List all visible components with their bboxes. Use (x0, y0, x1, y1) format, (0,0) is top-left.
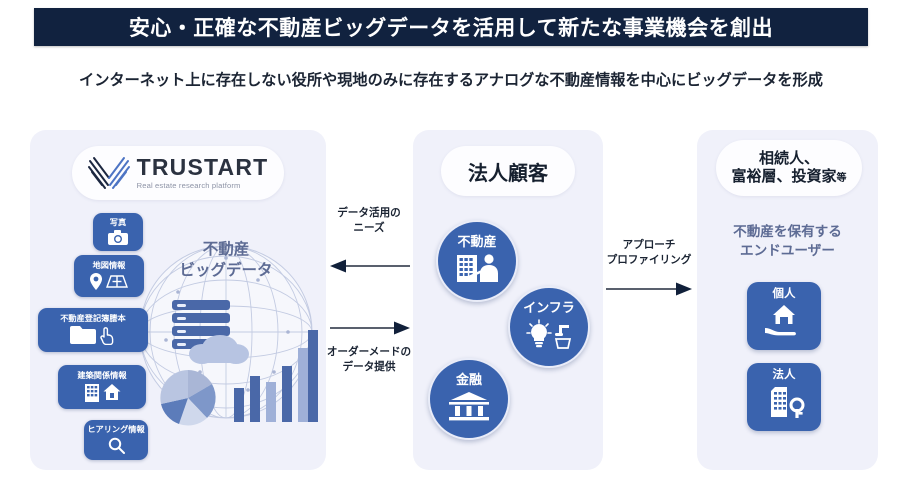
house-icon (103, 384, 120, 401)
badge-photo[interactable]: 写真 (93, 213, 143, 251)
map-icon (105, 274, 128, 288)
badge-hearing-info[interactable]: ヒアリング情報 (84, 420, 148, 460)
page-subtitle: インターネット上に存在しない役所や現地のみに存在するアナログな不動産情報を中心に… (79, 72, 823, 89)
badge-registry-certificate[interactable]: 不動産登記簿謄本 (38, 308, 148, 352)
arrow-left-icon (330, 259, 410, 273)
building-agent-icon (455, 253, 499, 288)
circle-label: 金融 (455, 371, 482, 387)
house-on-hand-icon (762, 304, 806, 343)
map-icons (89, 272, 129, 290)
arrow-label-line2: ニーズ (353, 222, 385, 235)
building-key-icon (762, 385, 806, 424)
arrow-label-data-needs: データ活用の ニーズ (326, 206, 412, 237)
server-stack-icon (172, 300, 230, 349)
logo-tagline: Real estate research platform (136, 181, 241, 190)
badge-label: 建築関係情報 (77, 371, 127, 381)
trustart-logo: TRUSTART Real estate research platform (72, 146, 284, 200)
cloud-icon (189, 335, 249, 364)
data-visuals-group (160, 300, 318, 426)
office-building-icon (84, 383, 99, 402)
building-icons (84, 383, 121, 402)
arrow-label-line2: プロファイリング (606, 254, 692, 267)
globe-label-line1: 不動産 (202, 241, 250, 258)
right-heading-suffix: 等 (836, 173, 847, 184)
folder-icon (70, 326, 96, 345)
page-title: 安心・正確な不動産ビッグデータを活用して新たな事業機会を創出 (128, 17, 774, 40)
box-individual[interactable]: 個人 (747, 282, 821, 350)
circle-label: 不動産 (457, 233, 497, 249)
right-heading-main: 富裕層、投資家 (731, 168, 837, 185)
right-subtitle-line2: エンドユーザー (740, 243, 835, 259)
wing-v-logo-icon (87, 157, 130, 189)
badge-label: 地図情報 (92, 261, 126, 271)
title-banner: 安心・正確な不動産ビッグデータを活用して新たな事業機会を創出 (34, 8, 868, 46)
badge-label: ヒアリング情報 (87, 425, 145, 435)
box-label: 法人 (772, 368, 796, 381)
globe-label: 不動産 ビッグデータ (160, 240, 292, 282)
arrow-right-icon (606, 282, 692, 296)
bulb-faucet-icon (525, 318, 573, 354)
circle-label: インフラ (523, 299, 575, 315)
right-subtitle: 不動産を保有する エンドユーザー (697, 222, 878, 261)
badge-construction-info[interactable]: 建築関係情報 (58, 365, 146, 409)
registry-icons (70, 326, 116, 345)
box-corporation[interactable]: 法人 (747, 363, 821, 431)
badge-map-info[interactable]: 地図情報 (74, 255, 144, 297)
arrow-label-line2: データ提供 (342, 361, 396, 374)
right-heading-line2: 富裕層、投資家等 (731, 168, 846, 186)
box-label: 個人 (772, 287, 796, 300)
arrow-label-line1: データ活用の (337, 207, 401, 219)
right-heading: 相続人、 富裕層、投資家等 (716, 140, 862, 196)
arrow-label-approach-profiling: アプローチ プロファイリング (603, 238, 695, 269)
pointing-hand-icon (100, 326, 114, 345)
pie-chart-icon (160, 370, 216, 426)
right-heading-line1: 相続人、 (758, 149, 819, 167)
arrow-label-line1: オーダーメードの (326, 346, 412, 358)
right-subtitle-line1: 不動産を保有する (733, 224, 842, 239)
map-pin-icon (89, 272, 102, 290)
center-heading-text: 法人顧客 (468, 162, 548, 185)
circle-infrastructure[interactable]: インフラ (508, 286, 590, 368)
globe-label-line2: ビッグデータ (179, 261, 273, 279)
circle-finance[interactable]: 金融 (428, 358, 510, 440)
arrow-label-custom-data: オーダーメードの データ提供 (326, 345, 412, 376)
magnifier-icon (108, 437, 125, 454)
camera-icon (108, 229, 128, 245)
bar-chart-icon (234, 330, 318, 422)
badge-label: 不動産登記簿謄本 (60, 314, 126, 324)
center-heading: 法人顧客 (441, 146, 575, 196)
logo-name: TRUSTART (136, 154, 269, 180)
circle-real-estate[interactable]: 不動産 (436, 220, 518, 302)
bank-icon (449, 391, 489, 426)
badge-label: 写真 (109, 218, 127, 228)
arrow-right-icon (330, 321, 410, 335)
arrow-label-line1: アプローチ (622, 239, 676, 251)
